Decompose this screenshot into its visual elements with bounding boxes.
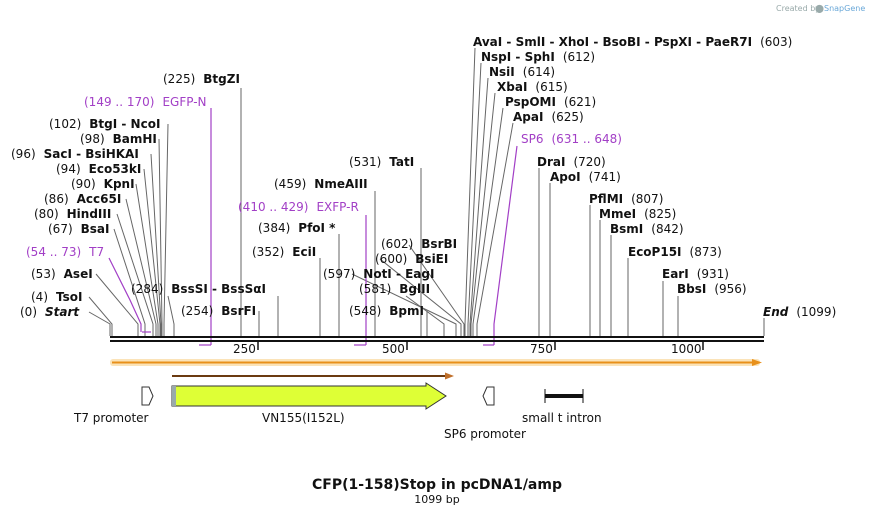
site-bpmi[interactable]: (548)BpmI xyxy=(349,304,424,318)
site-bsrfi[interactable]: (254)BsrFI xyxy=(181,304,256,318)
site-btgzi[interactable]: (225)BtgZI xyxy=(163,72,240,86)
tick-label-250: 250 xyxy=(233,342,256,356)
primer-sp6[interactable]: SP6(631 .. 648) xyxy=(521,132,622,146)
site-noti-eagi[interactable]: (597)NotI - EagI xyxy=(323,267,434,281)
site-saci-bsihkai[interactable]: (96)SacI - BsiHKAI xyxy=(11,147,139,161)
site-start[interactable]: (0)Start xyxy=(20,305,80,319)
primer-t7-connector xyxy=(108,257,142,332)
site-hindiii[interactable]: (80)HindIII xyxy=(34,207,111,221)
feature-sp6-promoter[interactable]: SP6 promoter xyxy=(444,386,526,441)
site-bsai[interactable]: (67)BsaI xyxy=(48,222,110,236)
tick-label-500: 500 xyxy=(382,342,405,356)
site-mmei[interactable]: MmeI(825) xyxy=(599,207,676,221)
feature-label-small-t-intron: small t intron xyxy=(522,411,602,425)
site-pflmi[interactable]: PflMI(807) xyxy=(589,192,663,206)
tick-label-750: 750 xyxy=(530,342,553,356)
site-eari[interactable]: EarI(931) xyxy=(662,267,729,281)
site-kpni[interactable]: (90)KpnI xyxy=(71,177,135,191)
site-tsoi[interactable]: (4)TsoI xyxy=(31,290,82,304)
primer-exfp-r[interactable]: (410 .. 429)EXFP-R xyxy=(238,200,359,214)
feature-label-sp6-promoter: SP6 promoter xyxy=(444,427,526,441)
map-title: CFP(1-158)Stop in pcDNA1/amp xyxy=(312,477,562,493)
site-asei[interactable]: (53)AseI xyxy=(31,267,93,281)
credit-prefix: Created by xyxy=(776,4,820,13)
site-bamhi[interactable]: (98)BamHI xyxy=(80,132,157,146)
site-ecii[interactable]: (352)EciI xyxy=(252,245,316,259)
site-eco53ki[interactable]: (94)Eco53kI xyxy=(56,162,141,176)
map-length: 1099 bp xyxy=(414,493,459,506)
feature-vn155-cds[interactable]: VN155(I152L) xyxy=(171,382,447,425)
site-xbai[interactable]: XbaI(615) xyxy=(497,80,568,94)
primer-egfp-n[interactable]: (149 .. 170)EGFP-N xyxy=(84,95,207,109)
tick-label-1000: 1000 xyxy=(671,342,702,356)
site-bsrbi[interactable]: (602)BsrBI xyxy=(381,237,457,251)
primer-t7[interactable]: (54 .. 73)T7 xyxy=(26,245,104,259)
site-bbsi[interactable]: BbsI(956) xyxy=(677,282,747,296)
feature-t7-promoter[interactable]: T7 promoter xyxy=(73,386,154,425)
site-tati[interactable]: (531)TatI xyxy=(349,155,414,169)
site-bsiei[interactable]: (600)BsiEI xyxy=(375,252,448,266)
label-connectors xyxy=(88,47,765,336)
site-ecop15i[interactable]: EcoP15I(873) xyxy=(628,245,722,259)
site-apai[interactable]: ApaI(625) xyxy=(513,110,584,124)
site-bsmi[interactable]: BsmI(842) xyxy=(610,222,684,236)
credit-brand: SnapGene xyxy=(824,4,865,13)
site-apoi[interactable]: ApoI(741) xyxy=(550,170,621,184)
orf-full xyxy=(110,359,762,366)
site-nspi-sphi[interactable]: NspI - SphI(612) xyxy=(481,50,595,64)
feature-label-vn155: VN155(I152L) xyxy=(262,411,345,425)
site-nsii[interactable]: NsiI(614) xyxy=(489,65,555,79)
site-nmeaiii[interactable]: (459)NmeAIII xyxy=(274,177,368,191)
ruler-ticks xyxy=(257,341,704,350)
sequence-backbone xyxy=(110,336,764,342)
site-drai[interactable]: DraI(720) xyxy=(537,155,606,169)
orf-inner xyxy=(172,372,454,380)
site-bglii[interactable]: (581)BglII xyxy=(359,282,430,296)
site-labels: (0)Start (4)TsoI (53)AseI (54 .. 73)T7 (… xyxy=(11,35,836,319)
site-end[interactable]: End(1099) xyxy=(763,305,836,319)
site-acc65i[interactable]: (86)Acc65I xyxy=(44,192,121,206)
site-avai-group[interactable]: AvaI - SmlI - XhoI - BsoBI - PspXI - Pae… xyxy=(473,35,792,49)
site-bsssi-bsssai[interactable]: (284)BssSI - BssSαI xyxy=(131,282,266,296)
site-pspomi[interactable]: PspOMI(621) xyxy=(505,95,596,109)
feature-label-t7-promoter: T7 promoter xyxy=(73,411,149,425)
snapgene-logo-icon: ⬤ xyxy=(815,4,824,13)
site-pfoi[interactable]: (384)PfoI * xyxy=(258,221,336,235)
primer-sp6-connector xyxy=(493,145,518,345)
feature-small-t-intron[interactable]: small t intron xyxy=(522,389,602,425)
site-btgi-ncoi[interactable]: (102)BtgI - NcoI xyxy=(49,117,160,131)
